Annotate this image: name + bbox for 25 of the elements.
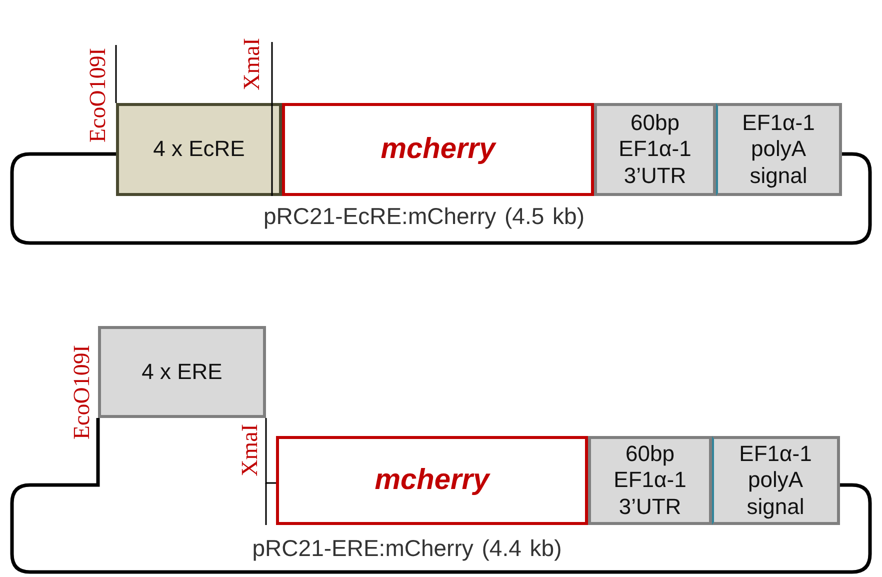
plasmid-segment bbox=[276, 436, 588, 525]
plasmid-segment bbox=[716, 103, 842, 196]
segment-label: EF1α-1 polyA signal bbox=[738, 440, 813, 520]
restriction-site-label: EcoO109I bbox=[86, 48, 109, 143]
segment-label: 4 x ERE bbox=[142, 358, 222, 386]
plasmid-name: pRC21-EcRE:mCherry (4.5 kb) bbox=[264, 203, 584, 230]
connector-line bbox=[265, 418, 276, 484]
segment-label: 4 x EcRE bbox=[153, 136, 245, 163]
segment-label: EF1α-1 polyA signal bbox=[741, 110, 816, 190]
segment-label: mcherry bbox=[374, 463, 490, 498]
segment-label: 60bp EF1α-1 3’UTR bbox=[612, 440, 688, 520]
segment-label: mcherry bbox=[380, 132, 496, 167]
plasmid-backbone-line bbox=[10, 418, 872, 574]
plasmid-segment bbox=[282, 103, 594, 196]
plasmid-segment bbox=[98, 326, 266, 418]
plasmid-backbone-line bbox=[10, 152, 872, 245]
plasmid-segment bbox=[116, 103, 282, 196]
restriction-site-label: XmaI bbox=[240, 38, 263, 90]
plasmid-segment bbox=[712, 436, 840, 525]
plasmid-segment bbox=[594, 103, 716, 196]
restriction-site-label: XmaI bbox=[238, 424, 261, 476]
plasmid-name: pRC21-ERE:mCherry (4.4 kb) bbox=[252, 535, 562, 562]
segment-label: 60bp EF1α-1 3’UTR bbox=[618, 110, 692, 190]
restriction-site-label: EcoO109I bbox=[70, 345, 93, 440]
plasmid-segment bbox=[588, 436, 712, 525]
